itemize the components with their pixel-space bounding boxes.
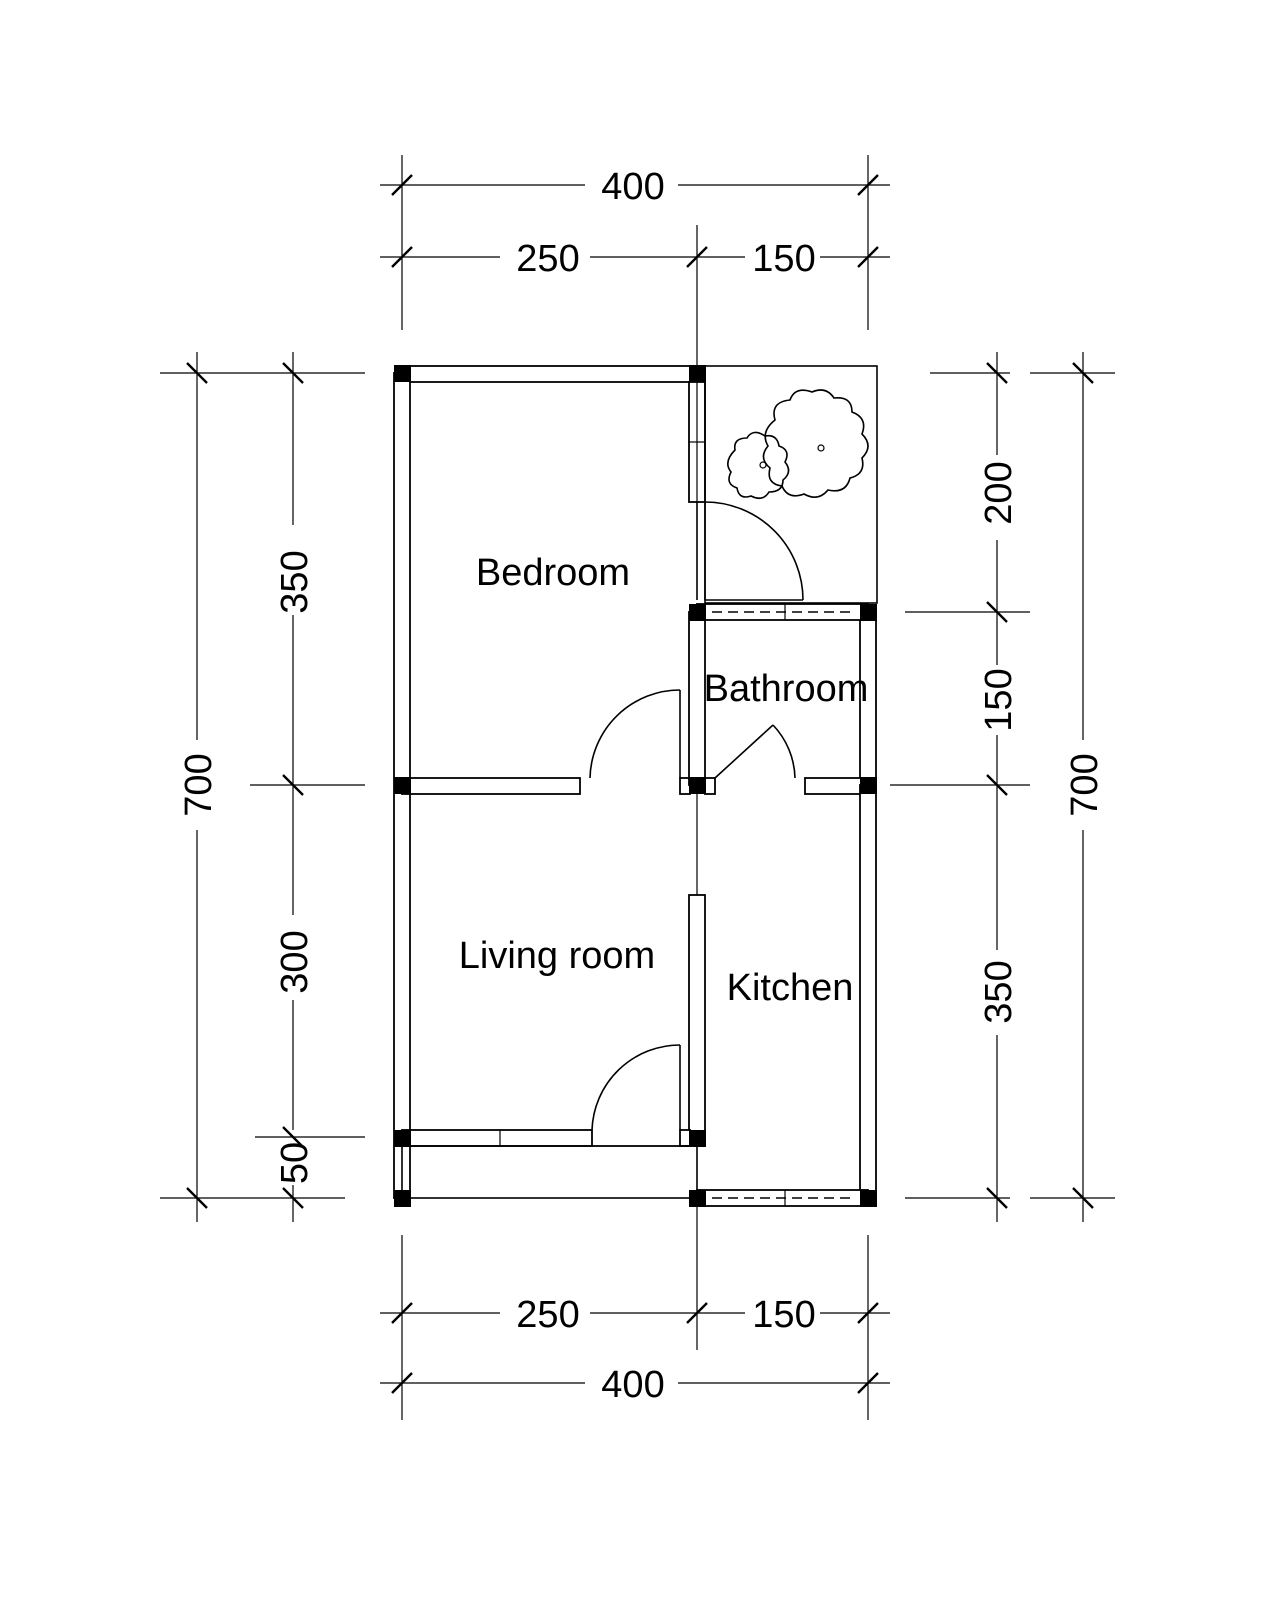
dim-label-left-overall: 700 [178,753,220,816]
dimension-right-overall: 700 [1030,352,1115,1222]
dim-label-bottom-overall: 400 [601,1364,664,1406]
doors [589,501,804,1131]
dimension-right-split: 200 150 350 [890,352,1030,1222]
room-label-bathroom: Bathroom [704,668,869,710]
dimension-top-split: 250 150 [380,225,890,370]
plant-icon [727,389,869,500]
dimension-left-overall: 700 [160,352,365,1222]
dim-label-right-overall: 700 [1064,753,1106,816]
dim-label-left-lower: 50 [274,1142,316,1184]
dimension-left-split: 350 300 50 [250,352,365,1222]
room-label-living-room: Living room [459,935,655,977]
walls [393,365,878,1207]
dim-label-right-middle: 150 [978,668,1020,731]
dim-label-left-middle: 300 [274,930,316,993]
dim-label-right-lower: 350 [978,960,1020,1023]
dim-label-top-left: 250 [516,238,579,280]
columns [394,365,877,1207]
room-label-bedroom: Bedroom [476,552,630,594]
room-label-kitchen: Kitchen [727,967,854,1009]
dimension-top-overall: 400 [380,155,890,330]
dim-label-bottom-left: 250 [516,1294,579,1336]
dimension-bottom-overall: 400 [380,1364,890,1406]
dim-label-right-upper: 200 [978,461,1020,524]
dim-label-left-upper: 350 [274,550,316,613]
dimension-bottom-split: 250 150 [380,1205,890,1420]
dim-label-top-right: 150 [752,238,815,280]
dim-label-top-overall: 400 [601,166,664,208]
dim-label-bottom-right: 150 [752,1294,815,1336]
